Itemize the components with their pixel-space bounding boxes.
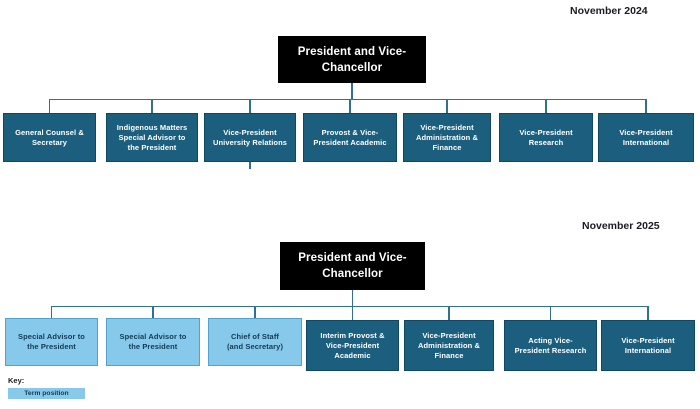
- box-interim-provost-vice-president-academic: Interim Provost & Vice-President Academi…: [306, 320, 399, 371]
- chart-title-november-2025: November 2025: [582, 220, 660, 232]
- connector-drop: [645, 99, 647, 113]
- box-vice-president-administration-finance: Vice-President Administration & Finance: [404, 320, 494, 371]
- connector-drop: [249, 99, 251, 113]
- box-chief-of-staff-and-secretary: Chief of Staff (and Secretary): [208, 318, 302, 366]
- box-vice-president-international: Vice-President International: [601, 320, 695, 371]
- connector-drop: [50, 306, 53, 318]
- box-special-advisor-to-the-president: Special Advisor to the President: [5, 318, 98, 366]
- connector-drop: [647, 306, 649, 320]
- connector-parent-stem: [351, 290, 354, 307]
- box-acting-vice-president-research: Acting Vice- President Research: [504, 320, 597, 371]
- connector-drop: [545, 99, 547, 113]
- box-provost-vice-president-academic: Provost & Vice- President Academic: [303, 113, 397, 162]
- connector-drop: [351, 306, 354, 320]
- connector-drop: [446, 99, 448, 113]
- box-special-advisor-to-the-president: Special Advisor to the President: [106, 318, 200, 366]
- connector-drop: [549, 306, 552, 320]
- connector-drop: [152, 306, 154, 318]
- root-box-president-and-vice-chancellor: President and Vice- Chancellor: [278, 36, 426, 83]
- box-general-counsel-secretary: General Counsel & Secretary: [3, 113, 96, 162]
- box-vice-president-administration-finance: Vice-President Administration & Finance: [403, 113, 491, 162]
- connector-stub-below: [249, 162, 251, 169]
- box-vice-president-university-relations: Vice-President University Relations: [204, 113, 296, 162]
- connector-drop: [349, 99, 351, 113]
- key-term-position-swatch: Term position: [8, 388, 85, 399]
- box-vice-president-research: Vice-President Research: [499, 113, 593, 162]
- chart-title-november-2024: November 2024: [570, 5, 648, 17]
- box-vice-president-international: Vice-President International: [598, 113, 694, 162]
- key-label: Key:: [8, 376, 25, 385]
- connector-bus: [51, 306, 648, 307]
- connector-drop: [254, 306, 256, 318]
- connector-parent-stem: [351, 83, 353, 100]
- connector-bus: [49, 99, 646, 100]
- box-indigenous-matters-special-advisor-to-the-president: Indigenous Matters Special Advisor to th…: [106, 113, 198, 162]
- connector-drop: [448, 306, 450, 320]
- connector-drop: [48, 99, 51, 113]
- root-box-president-and-vice-chancellor: President and Vice- Chancellor: [280, 242, 425, 290]
- connector-drop: [151, 99, 153, 113]
